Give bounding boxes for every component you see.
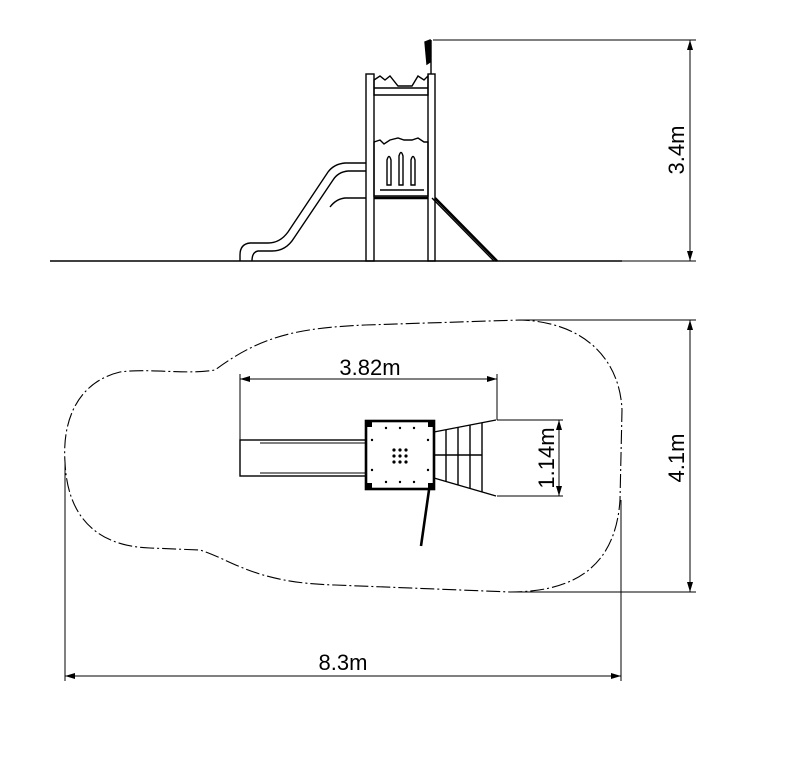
ladder-side [431, 197, 498, 262]
tower-side [365, 73, 436, 262]
equipment-length-label: 3.82m [339, 355, 400, 380]
flag-pole-plan [419, 489, 431, 547]
safety-zone-outline [64, 319, 623, 593]
overall-length-label: 8.3m [319, 650, 368, 675]
ladder-width-label: 1.14m [534, 427, 559, 488]
ladder-plan [433, 419, 497, 497]
slide-side [239, 162, 366, 262]
overall-width-dimension: 4.1m [510, 319, 696, 593]
slide-plan [239, 439, 367, 477]
elevation-view: 3.4m [50, 38, 696, 262]
overall-width-label: 4.1m [664, 434, 689, 483]
ladder-width-dimension: 1.14m [497, 419, 563, 497]
height-dimension: 3.4m [433, 39, 696, 262]
plan-view: 3.82m 1.14m 4.1m 8.3m [64, 319, 696, 681]
height-label: 3.4m [664, 126, 689, 175]
tower-plan [364, 419, 436, 491]
equipment-length-dimension: 3.82m [239, 355, 498, 440]
flag [424, 38, 432, 74]
overall-length-dimension: 8.3m [64, 462, 622, 681]
